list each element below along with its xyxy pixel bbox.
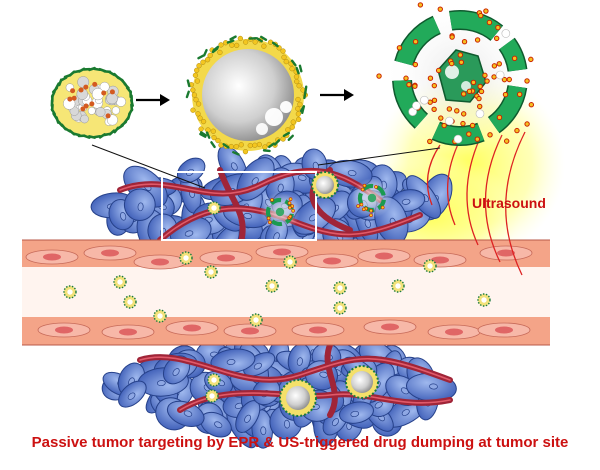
tumor-swollen-particle-3 — [345, 365, 379, 399]
figure-caption: Passive tumor targeting by EPR & US-trig… — [31, 434, 569, 451]
tumor-ruptured-particle-1 — [260, 192, 300, 232]
arrow-right-icon — [136, 94, 170, 106]
arrow-right-icon — [320, 89, 354, 101]
ruptured-nanoparticle-icon — [376, 0, 538, 156]
nanoparticle-icon — [50, 66, 134, 139]
tumor-swollen-particle-2 — [279, 379, 317, 417]
blood-vessel — [22, 239, 550, 346]
tumor-swollen-particle-1 — [311, 171, 339, 199]
zoom-box — [161, 171, 317, 241]
endothelial-cells — [25, 244, 533, 340]
swollen-nanoparticle-icon — [185, 35, 308, 156]
circulating-nanoparticles — [63, 201, 491, 403]
tumor-ruptured-particle-2 — [352, 178, 392, 218]
zoom-connector-lines — [91, 144, 441, 189]
ultrasound-label: Ultrasound — [472, 195, 546, 211]
